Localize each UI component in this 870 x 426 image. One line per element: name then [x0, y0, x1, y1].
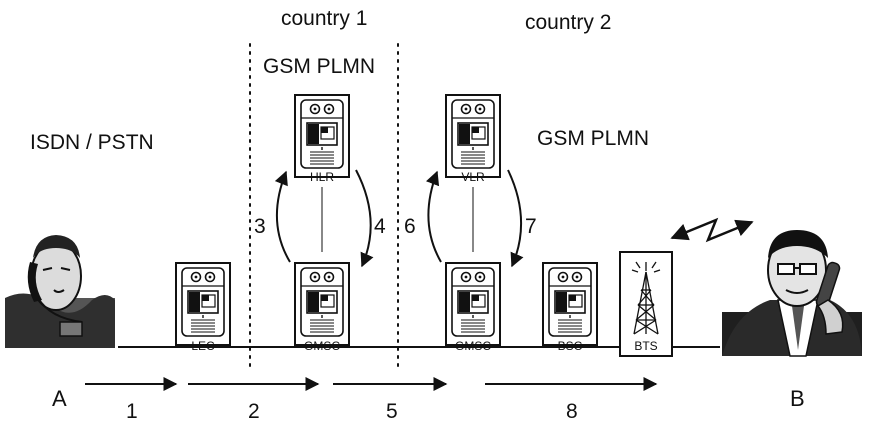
antenna-tower-icon — [631, 261, 661, 335]
subscriber-a-icon — [5, 235, 115, 348]
bsc-node — [542, 261, 598, 347]
gmsc1-label: GMSC — [304, 339, 340, 353]
radio-link-icon — [670, 217, 754, 243]
lec-label: LEC — [191, 339, 215, 353]
bts-label: BTS — [634, 339, 658, 353]
bsc-label: BSC — [557, 339, 583, 353]
step-7-label: 7 — [525, 215, 537, 238]
hlr-label: HLR — [309, 170, 334, 184]
arrow-step-6 — [425, 170, 442, 263]
gmsc2-node — [445, 261, 501, 347]
arrow-step-4 — [355, 169, 374, 268]
lec-node — [175, 261, 231, 347]
country-1-label: country 1 — [281, 7, 368, 30]
step-3-label: 3 — [254, 215, 266, 238]
step-8-label: 8 — [566, 400, 578, 423]
party-a-label: A — [52, 386, 67, 411]
gmsc1-node — [294, 261, 350, 347]
bts-node — [619, 251, 673, 357]
hlr-node — [294, 93, 350, 179]
gsm-plmn-label-2: GSM PLMN — [537, 127, 650, 150]
step-1-label: 1 — [126, 400, 138, 423]
step-2-label: 2 — [248, 400, 260, 423]
isdn-pstn-label: ISDN / PSTN — [30, 131, 154, 154]
arrow-step-7 — [507, 169, 524, 268]
country-2-label: country 2 — [525, 11, 612, 34]
gsm-plmn-label-1: GSM PLMN — [261, 55, 378, 78]
step-6-label: 6 — [404, 215, 416, 238]
vlr-node — [445, 93, 501, 179]
arrow-step-3 — [274, 170, 291, 263]
gmsc2-label: GMSC — [455, 339, 491, 353]
step-4-label: 4 — [374, 215, 386, 238]
vlr-label: VLR — [461, 170, 485, 184]
subscriber-b-icon — [722, 230, 862, 357]
step-5-label: 5 — [386, 400, 398, 423]
party-b-label: B — [790, 386, 805, 411]
